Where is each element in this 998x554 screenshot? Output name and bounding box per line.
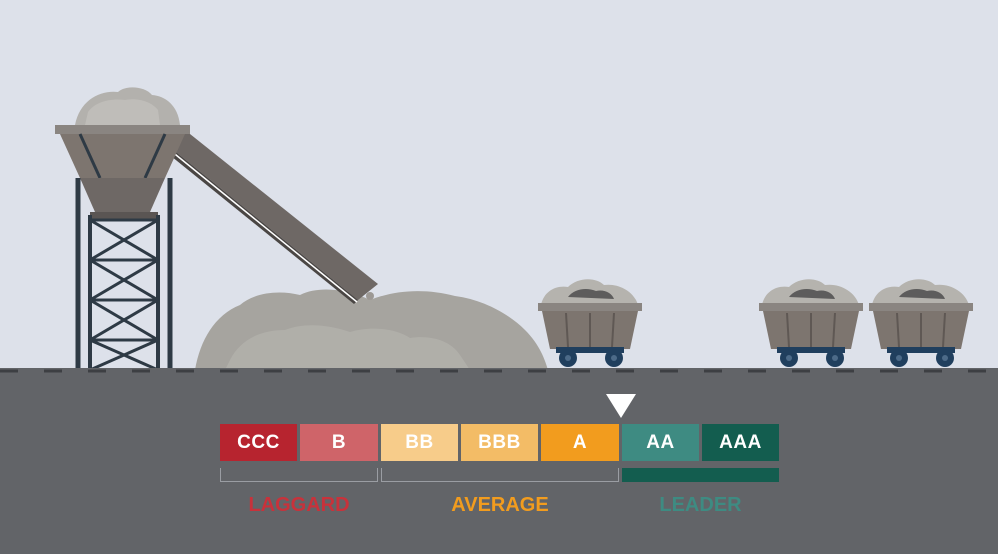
rating-bbb: BBB [461, 424, 538, 461]
mine-cart-1 [538, 279, 642, 367]
leader-label: LEADER [659, 494, 742, 516]
rating-a: A [541, 424, 619, 461]
rating-b-label: B [331, 431, 347, 453]
rubble-pile [195, 289, 548, 370]
average-bracket [381, 468, 619, 482]
ground [0, 368, 998, 554]
average-label: AVERAGE [451, 494, 549, 516]
laggard-bracket [220, 468, 378, 482]
leader-bracket [622, 468, 779, 482]
rating-bb-label: BB [405, 431, 434, 453]
mine-cart-3 [869, 279, 973, 367]
rating-aa-label: AA [646, 431, 675, 453]
rating-bbb-label: BBB [478, 431, 521, 453]
rating-aa: AA [622, 424, 699, 461]
mine-cart-2 [759, 279, 863, 367]
rating-a-label: A [572, 431, 588, 453]
rating-b: B [300, 424, 378, 461]
conveyor [161, 130, 378, 304]
laggard-label: LAGGARD [248, 494, 350, 516]
hopper-tower [55, 87, 190, 372]
current-rating-marker-icon [606, 394, 636, 418]
rating-aaa: AAA [702, 424, 779, 461]
rating-aaa-label: AAA [719, 431, 762, 453]
rating-ccc: CCC [220, 424, 297, 461]
rating-bb: BB [381, 424, 458, 461]
rating-ccc-label: CCC [237, 431, 280, 453]
